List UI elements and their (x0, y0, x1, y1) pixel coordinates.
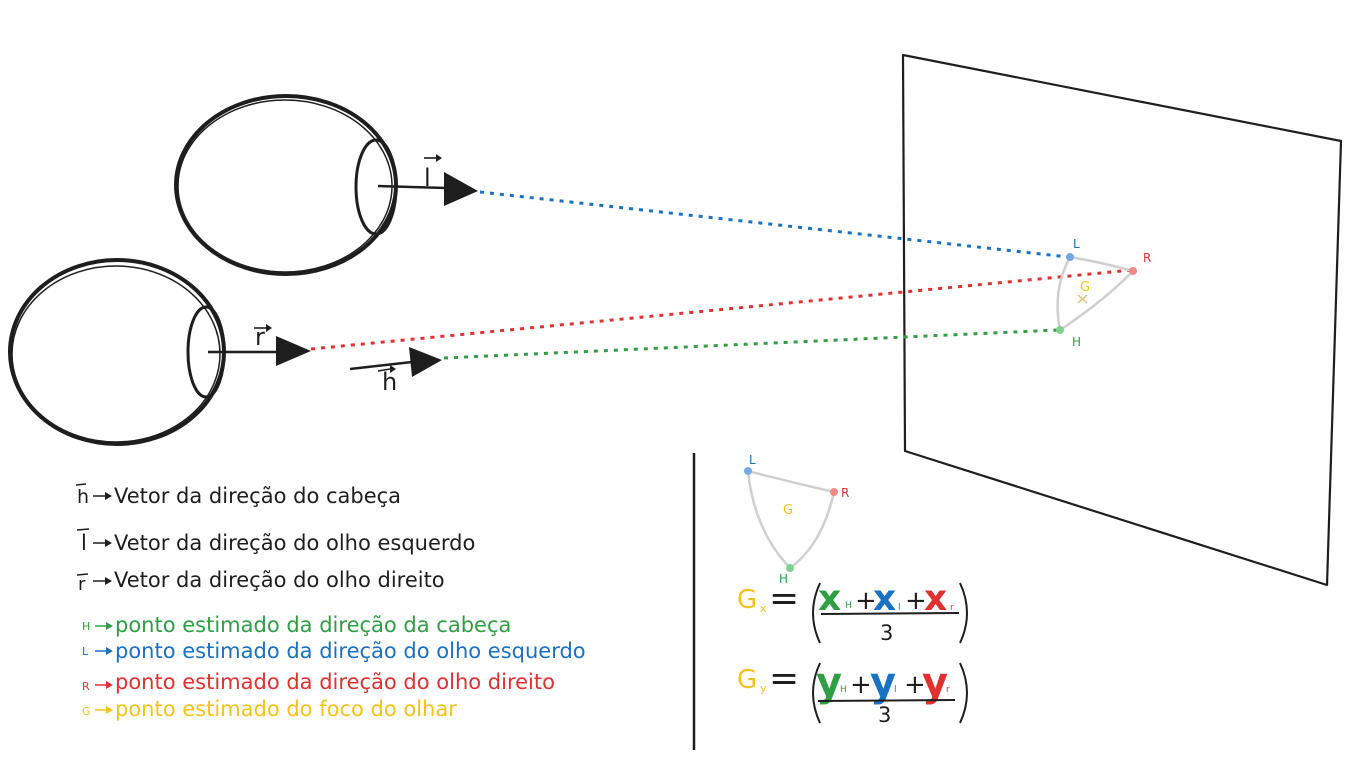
svg-text:R: R (82, 680, 90, 693)
right-gaze-ray (310, 268, 1133, 351)
head-direction-vector: h (349, 347, 442, 396)
svg-text:x: x (818, 578, 841, 619)
legend-head-vector: h Vetor da direção do cabeça (75, 483, 401, 508)
legend-left-vector: l Vetor da direção do olho esquerdo (76, 528, 475, 555)
svg-text:G: G (737, 665, 757, 695)
formula-gx: G x = x H + x l + x r 3 (737, 578, 968, 645)
svg-text:H: H (82, 620, 90, 633)
screen-plane (901, 53, 1343, 587)
right-vector-symbol: r (255, 323, 265, 351)
formula-gy: G y = y H + y l + y r 3 (737, 658, 968, 727)
svg-text:Vetor da direção do olho direi: Vetor da direção do olho direito (114, 568, 445, 592)
label-g: G (1080, 280, 1090, 295)
left-eye (174, 94, 398, 276)
right-gaze-vector: r (208, 323, 311, 366)
svg-text:H: H (840, 685, 847, 695)
svg-text:h: h (77, 486, 89, 508)
svg-text:=: = (769, 578, 799, 619)
label-r: R (1143, 251, 1151, 265)
svg-text:y: y (922, 660, 948, 706)
legend: h Vetor da direção do cabeça l Vetor da … (75, 483, 586, 721)
focus-mark (1077, 294, 1088, 304)
svg-text:ponto estimado do foco do olha: ponto estimado do foco do olhar (115, 697, 457, 721)
legend-head-point: H ponto estimado da direção da cabeça (82, 613, 511, 637)
enlarged-label-h: H (779, 572, 788, 586)
head-vector-symbol: h (382, 368, 397, 396)
svg-text:ponto estimado da direção da c: ponto estimado da direção da cabeça (115, 613, 511, 637)
right-eye (8, 258, 226, 446)
left-gaze-ray (479, 190, 1069, 259)
svg-text:3: 3 (880, 621, 893, 645)
legend-focus-point: G ponto estimado do foco do olhar (82, 697, 457, 721)
svg-text:G: G (737, 585, 757, 615)
svg-text:H: H (845, 601, 852, 611)
svg-text:G: G (82, 705, 91, 718)
enlarged-label-g: G (783, 503, 793, 518)
svg-text:Vetor da direção do cabeça: Vetor da direção do cabeça (114, 484, 401, 508)
svg-text:x: x (924, 578, 947, 619)
svg-text:y: y (760, 682, 767, 695)
svg-text:y: y (870, 660, 896, 706)
point-h (1056, 326, 1064, 334)
svg-text:ponto estimado da direção do o: ponto estimado da direção do olho direit… (115, 670, 555, 694)
svg-text:y: y (816, 660, 842, 706)
svg-text:3: 3 (878, 703, 891, 727)
label-h: H (1072, 335, 1081, 349)
svg-text:l: l (898, 603, 901, 613)
enlarged-label-l: L (749, 453, 756, 467)
svg-text:L: L (82, 645, 89, 658)
svg-text:r: r (950, 603, 954, 613)
svg-text:r: r (78, 574, 86, 595)
label-l: L (1073, 237, 1080, 251)
svg-text:+: + (855, 586, 877, 616)
svg-text:+: + (904, 670, 926, 700)
svg-text:Vetor da direção do olho esque: Vetor da direção do olho esquerdo (114, 531, 475, 555)
enlarged-triangle: L R H G (744, 453, 849, 586)
left-vector-symbol: l (424, 164, 431, 192)
enlarged-point-l (744, 467, 752, 475)
enlarged-point-r (830, 488, 838, 496)
svg-text:x: x (760, 602, 767, 615)
head-direction-ray (443, 328, 1059, 360)
svg-text:x: x (873, 578, 896, 619)
point-r (1129, 267, 1137, 275)
svg-text:r: r (946, 685, 950, 695)
enlarged-label-r: R (841, 486, 849, 500)
legend-right-vector: r Vetor da direção do olho direito (76, 568, 445, 595)
svg-text:l: l (81, 531, 87, 555)
svg-text:+: + (905, 586, 927, 616)
svg-text:l: l (894, 685, 897, 695)
legend-right-point: R ponto estimado da direção do olho dire… (82, 670, 555, 694)
enlarged-point-h (786, 564, 794, 572)
svg-text:ponto estimado da direção do o: ponto estimado da direção do olho esquer… (115, 639, 586, 663)
point-l (1066, 253, 1074, 261)
svg-text:+: + (850, 670, 872, 700)
svg-text:=: = (769, 658, 799, 699)
legend-left-point: L ponto estimado da direção do olho esqu… (82, 639, 586, 663)
left-gaze-vector: l (377, 154, 478, 206)
screen-triangle: L R H G (1056, 237, 1151, 349)
